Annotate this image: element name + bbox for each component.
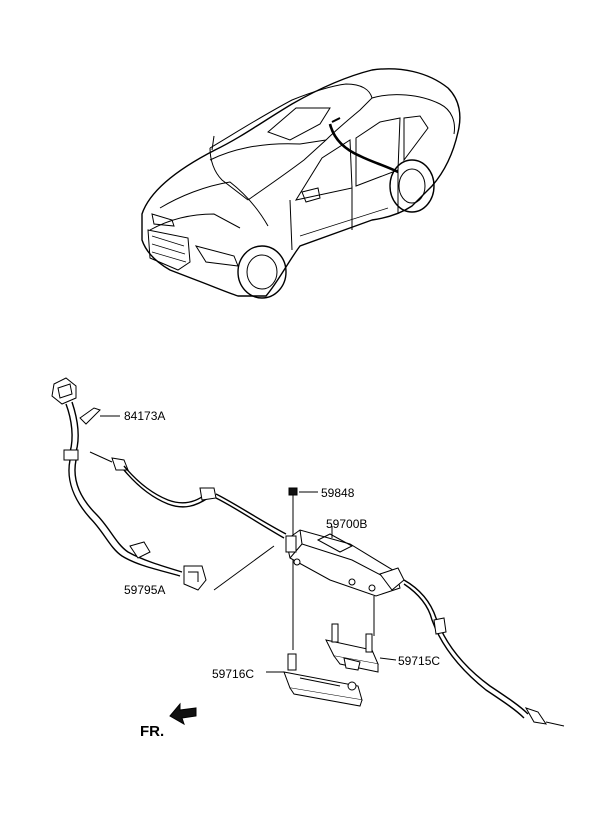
rear-brake-cable bbox=[403, 579, 565, 727]
part-59716C-bracket bbox=[266, 653, 363, 707]
part-59700B-parking-brake-module bbox=[213, 526, 405, 597]
part-84173A-tag bbox=[79, 407, 120, 425]
label-59716C: 59716C bbox=[212, 667, 254, 681]
label-84173A: 84173A bbox=[124, 409, 165, 423]
front-direction-arrow bbox=[169, 702, 197, 726]
part-59848-bolt bbox=[288, 487, 318, 650]
label-59700B: 59700B bbox=[326, 517, 367, 531]
label-59795A: 59795A bbox=[124, 583, 165, 597]
direction-label: FR. bbox=[140, 723, 164, 740]
label-59848: 59848 bbox=[321, 486, 355, 500]
vehicle-illustration bbox=[141, 68, 461, 299]
upper-brake-cable bbox=[89, 451, 287, 539]
wiring-harness bbox=[51, 377, 207, 591]
part-59715C-bracket bbox=[325, 596, 397, 673]
label-59715C: 59715C bbox=[398, 654, 440, 668]
